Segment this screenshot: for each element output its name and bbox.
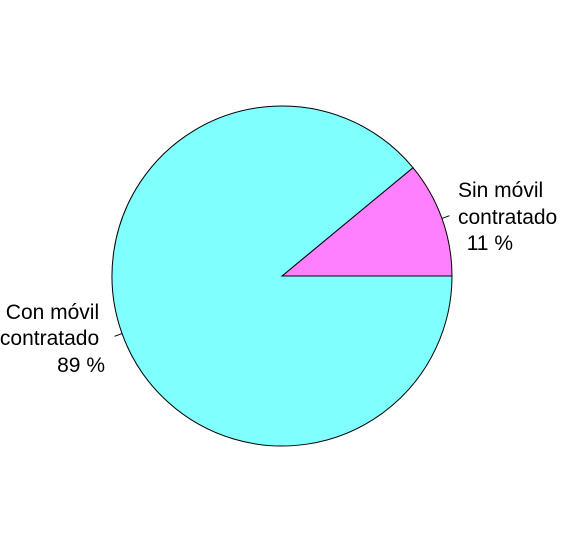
slice-label-sin-movil-line-1: Sin móvil [458,179,543,202]
slice-label-con-movil-line-3: 89 % [57,354,105,377]
slice-label-sin-movil-line-3: 11 % [467,232,513,255]
slice-label-con-movil: Con móvil contratado 89 % [0,301,105,377]
leader-tick-0 [441,215,450,219]
slice-label-sin-movil-line-2: contratado [458,206,557,229]
pie-slices [111,105,453,447]
pie-slice-1 [111,105,453,447]
slice-label-con-movil-line-2: contratado [0,327,99,350]
slice-label-sin-movil: Sin móvil contratado 11 % [458,179,563,255]
slice-label-con-movil-line-1: Con móvil [6,301,99,324]
pie-slice-0 [280,166,453,277]
leader-tick-1 [114,333,123,337]
label-leader-lines [114,215,450,337]
